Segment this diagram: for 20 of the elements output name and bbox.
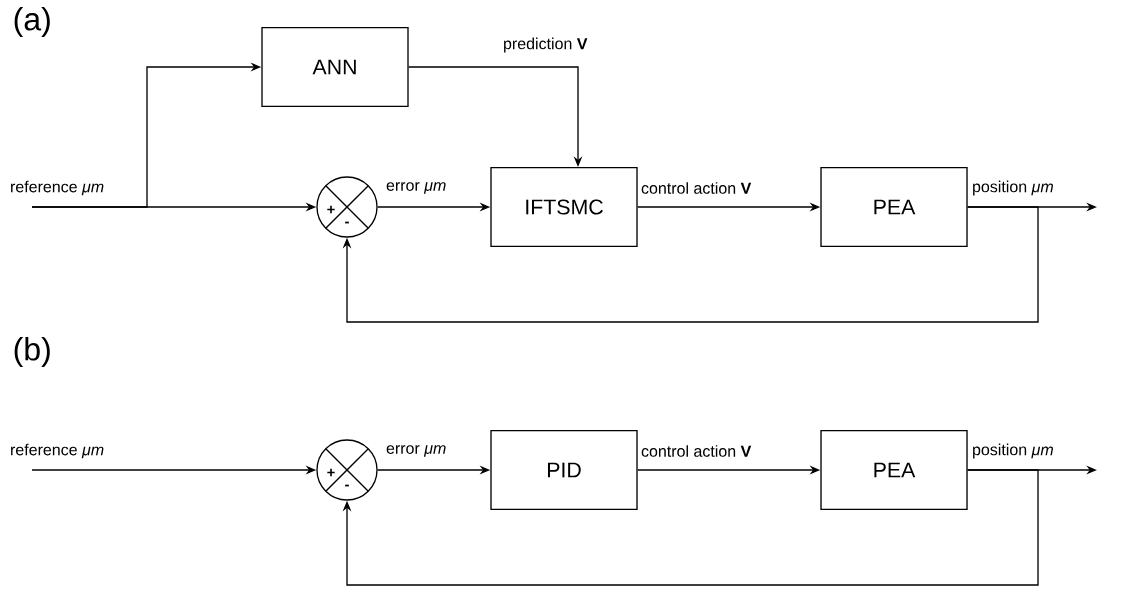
edge-label: reference μm (11, 180, 104, 196)
block-box: PEA (820, 167, 968, 247)
edge-label: reference μm (11, 443, 104, 459)
edge-label: control action V (641, 182, 752, 194)
edge-label: error μm (386, 182, 446, 194)
block-box: ANN (261, 27, 409, 107)
panel-label: (a) (14, 7, 50, 37)
summing-junction: + - (316, 176, 378, 238)
edge-label: error μm (386, 445, 446, 457)
block-box: PEA (820, 430, 968, 510)
block-box: IFTSMC (490, 167, 638, 247)
arrow (342, 469, 1039, 586)
edge-label: position μm (973, 180, 1053, 196)
summing-junction: + - (316, 439, 378, 501)
block-box: PID (490, 430, 638, 510)
arrow (342, 206, 1039, 323)
edge-label: prediction V (504, 37, 588, 53)
panel-label: (b) (14, 337, 50, 367)
edge-label: control action V (641, 445, 752, 457)
edge-label: position μm (973, 443, 1053, 459)
